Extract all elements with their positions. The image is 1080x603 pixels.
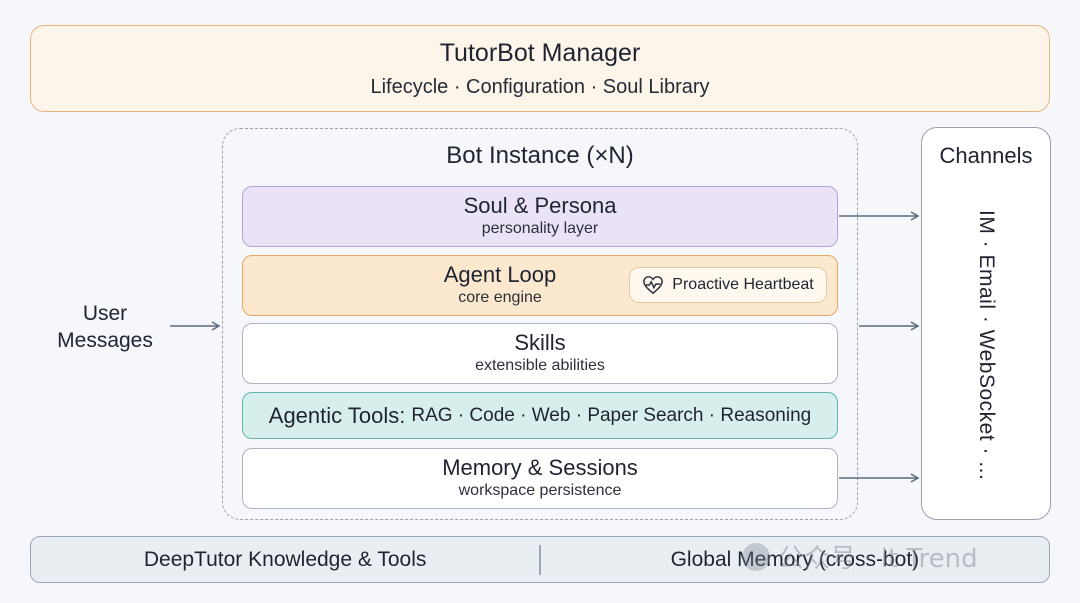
manager-title: TutorBot Manager — [439, 38, 641, 67]
agent-title: Agent Loop — [443, 262, 557, 287]
global-memory: Global Memory (cross-bot) — [670, 547, 920, 571]
heartbeat-label: Proactive Heartbeat — [672, 276, 814, 293]
soul-persona-layer: Soul & Persona personality layer — [242, 186, 838, 247]
channels-list: IM · Email · WebSocket · ... — [921, 210, 1051, 490]
user-messages-line1: User — [82, 302, 128, 325]
memory-sessions-layer: Memory & Sessions workspace persistence — [242, 448, 838, 509]
skills-title: Skills — [514, 330, 566, 355]
bot-instance-title: Bot Instance (×N) — [446, 142, 634, 169]
user-messages-label: User Messages — [40, 300, 170, 354]
skills-subtitle: extensible abilities — [475, 357, 605, 374]
skills-layer: Skills extensible abilities — [242, 323, 838, 384]
tutorbot-manager-box: TutorBot Manager Lifecycle · Configurati… — [30, 25, 1050, 112]
deeptutor-knowledge-tools: DeepTutor Knowledge & Tools — [143, 547, 427, 571]
foundation-divider — [539, 544, 541, 575]
bot-instance-container — [222, 128, 858, 520]
agent-subtitle: core engine — [458, 289, 542, 306]
wechat-icon — [742, 542, 770, 571]
tools-title: Agentic Tools: — [268, 402, 406, 428]
watermark: 公众号 · it Trend — [742, 538, 978, 575]
agentic-tools-layer: Agentic Tools: RAG · Code · Web · Paper … — [242, 392, 838, 439]
memory-title: Memory & Sessions — [442, 455, 638, 480]
soul-subtitle: personality layer — [481, 220, 599, 237]
heartbeat-icon — [643, 276, 664, 295]
soul-title: Soul & Persona — [463, 193, 617, 218]
foundation-bar: DeepTutor Knowledge & Tools Global Memor… — [30, 536, 1050, 583]
memory-subtitle: workspace persistence — [458, 482, 622, 499]
user-messages-line2: Messages — [57, 329, 153, 352]
proactive-heartbeat-badge: Proactive Heartbeat — [629, 267, 827, 303]
watermark-text: 公众号 · it Trend — [778, 544, 978, 574]
channels-box — [921, 127, 1051, 520]
channels-list-text: IM · Email · WebSocket · ... — [975, 210, 998, 481]
channels-title: Channels — [939, 143, 1033, 168]
manager-subtitle: Lifecycle · Configuration · Soul Library — [370, 75, 710, 98]
tools-list: RAG · Code · Web · Paper Search · Reason… — [411, 404, 812, 426]
